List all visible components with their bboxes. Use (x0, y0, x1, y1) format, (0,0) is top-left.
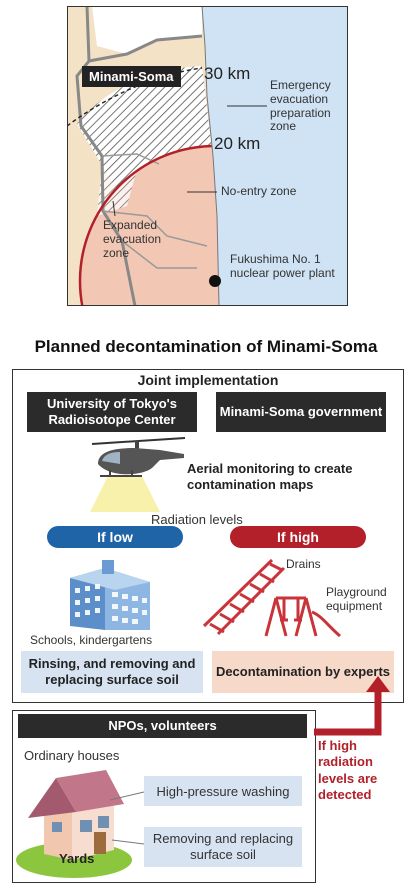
soil-replacement-box: Removing and replacing surface soil (144, 827, 302, 867)
label-30km: 30 km (204, 64, 251, 83)
if-low-badge: If low (47, 526, 183, 548)
aerial-monitoring-text: Aerial monitoring to create contaminatio… (187, 461, 353, 492)
drains-label: Drains (286, 557, 321, 571)
radiation-levels-label: Radiation levels (151, 512, 243, 527)
drain-icon (202, 558, 286, 636)
helicopter-icon (90, 437, 186, 512)
playground-equipment-icon (264, 596, 341, 638)
joint-header: Joint implementation (137, 372, 279, 388)
connector-lines (110, 791, 145, 845)
org-university: University of Tokyo's Radioisotope Cente… (27, 392, 197, 432)
power-plant-dot (209, 275, 221, 287)
label-20km: 20 km (214, 134, 261, 153)
ordinary-houses-label: Ordinary houses (24, 748, 120, 763)
high-pressure-washing-box: High-pressure washing (144, 776, 302, 806)
house-icon (16, 770, 132, 878)
if-detected-label: If high radiation levels are detected (318, 738, 378, 802)
escalation-arrow (314, 676, 390, 736)
if-high-badge: If high (230, 526, 366, 548)
minami-soma-area (92, 6, 202, 54)
city-label: Minami-Soma (82, 66, 181, 87)
30km-boundary (67, 67, 203, 127)
diagram-title: Planned decontamination of Minami-Soma (34, 337, 378, 356)
emergency-zone-label: Emergency evacuation preparation zone (270, 78, 331, 134)
yards-label: Yards (59, 851, 95, 866)
evacuation-zone-map: Minami-Soma 30 km 20 km Emergency evacua… (67, 5, 348, 307)
expanded-zone-label: Expanded evacuation zone (103, 218, 162, 260)
no-entry-zone-label: No-entry zone (221, 184, 297, 198)
schools-label: Schools, kindergartens (30, 633, 153, 647)
decontamination-action-box: Decontamination by experts (212, 651, 394, 693)
playground-label: Playground equipment (326, 585, 387, 614)
map-graphic (67, 5, 348, 307)
power-plant-label: Fukushima No. 1 nuclear power plant (230, 252, 335, 280)
npo-header: NPOs, volunteers (18, 714, 307, 738)
school-building-icon (70, 560, 150, 630)
org-government: Minami-Soma government (216, 392, 386, 432)
rinsing-action-box: Rinsing, and removing and replacing surf… (21, 651, 203, 693)
